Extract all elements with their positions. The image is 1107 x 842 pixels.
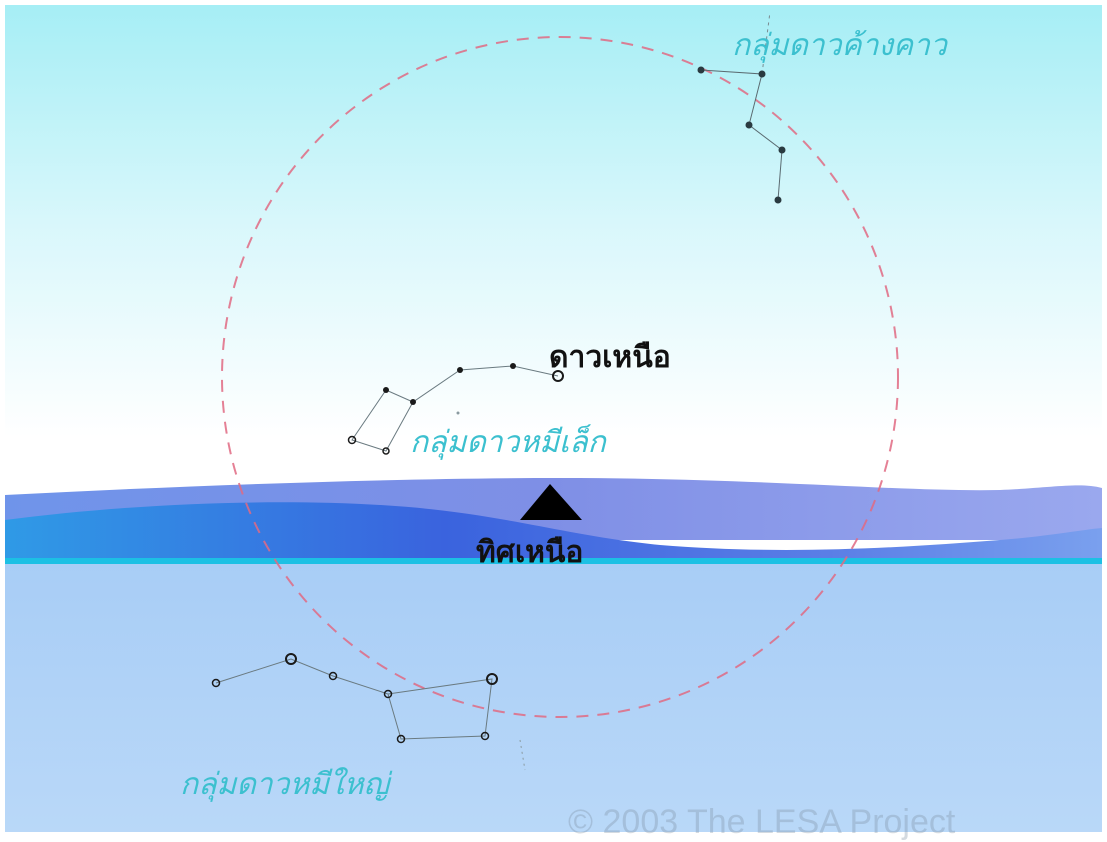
ursa-major-star [396, 734, 406, 744]
ursa-minor-faint-star [456, 411, 460, 415]
cassiopeia-star [697, 66, 705, 74]
ursa-minor-star [383, 387, 389, 393]
north-direction-label: ทิศเหนือ [476, 535, 584, 570]
ursa-major-star [285, 653, 297, 665]
ursa-minor-star [382, 447, 390, 455]
ursa-major-faint-line [519, 739, 526, 771]
ursa-major-lines [215, 658, 493, 740]
polaris-star [552, 370, 564, 382]
horizon-line [5, 558, 1102, 564]
north-marker-icon [520, 484, 582, 520]
cassiopeia-label: กลุ่มดาวค้างคาว [732, 28, 947, 63]
ursa-minor-star [510, 363, 516, 369]
ursa-major-star [383, 689, 393, 699]
ground-background [5, 560, 1102, 832]
ursa-major-star [480, 731, 490, 741]
sky-background [5, 5, 1102, 485]
cassiopeia-star [774, 196, 782, 204]
horizon-wave-front [5, 502, 1102, 562]
polar-circle [221, 36, 899, 718]
ursa-minor-star [347, 435, 357, 445]
copyright-watermark: © 2003 The LESA Project [568, 803, 956, 841]
ursa-major-star [211, 678, 221, 688]
ursa-minor-star [457, 367, 463, 373]
cassiopeia-constellation [697, 11, 786, 204]
ursa-minor-constellation [347, 363, 564, 455]
ursa-major-star [328, 671, 338, 681]
cassiopeia-star [778, 146, 786, 154]
ursa-minor-star [410, 399, 416, 405]
ursa-minor-lines [351, 365, 559, 452]
polaris-label: ดาวเหนือ [549, 340, 671, 375]
ursa-minor-label: กลุ่มดาวหมีเล็ก [410, 425, 606, 460]
cassiopeia-star [758, 70, 766, 78]
ursa-major-star [486, 673, 498, 685]
ursa-major-constellation [211, 653, 526, 771]
ursa-major-label: กลุ่มดาวหมีใหญ่ [180, 767, 390, 802]
cassiopeia-star [745, 121, 753, 129]
